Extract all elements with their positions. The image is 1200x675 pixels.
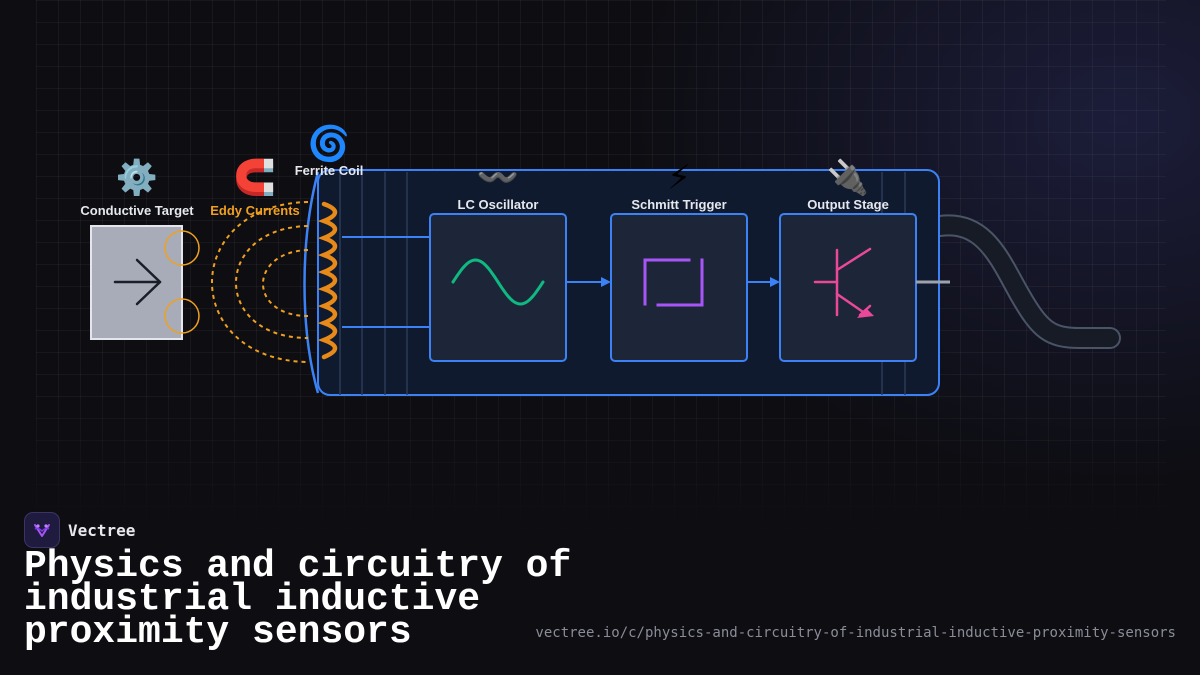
target-eddy-loop-bottom	[164, 298, 200, 334]
target-eddy-loop-top	[164, 230, 200, 266]
cable-inner	[931, 216, 1119, 347]
lightning-icon: ⚡	[667, 158, 691, 198]
schmitt-trigger-block	[610, 213, 748, 362]
label-schmitt-trigger: Schmitt Trigger	[631, 197, 727, 212]
vectree-logo-icon	[24, 512, 60, 548]
transistor-icon	[813, 247, 872, 317]
page-url[interactable]: vectree.io/c/physics-and-circuitry-of-in…	[535, 625, 1176, 641]
sine-wave-icon	[451, 258, 545, 306]
target-arrow-icon	[113, 258, 162, 306]
gear-icon: ⚙️	[115, 158, 159, 198]
label-lc-oscillator: LC Oscillator	[457, 197, 539, 212]
label-conductive-target: Conductive Target	[80, 203, 194, 218]
label-ferrite-coil: Ferrite Coil	[294, 163, 364, 178]
cable-outer	[929, 214, 1121, 349]
plug-icon: 🔌	[826, 158, 870, 198]
cyclone-icon: 🌀	[307, 124, 351, 164]
ferrite-coil	[317, 201, 338, 360]
sensing-face	[303, 171, 320, 394]
brand[interactable]: Vectree	[24, 512, 135, 548]
transistor-emitter-arrow-icon	[857, 308, 874, 318]
label-output-stage: Output Stage	[807, 197, 889, 212]
wavy-dash-icon: 〰️	[476, 158, 520, 198]
output-stage-block	[779, 213, 917, 362]
hysteresis-loop-icon	[643, 258, 704, 307]
label-eddy-currents: Eddy Currents	[210, 203, 300, 218]
eddy-current-field	[211, 201, 309, 363]
magnet-icon: 🧲	[233, 158, 277, 198]
brand-name: Vectree	[68, 520, 136, 540]
bottom-fade	[0, 475, 1200, 675]
lc-oscillator-block	[429, 213, 567, 362]
page-title: Physics and circuitry of industrial indu…	[24, 545, 572, 654]
